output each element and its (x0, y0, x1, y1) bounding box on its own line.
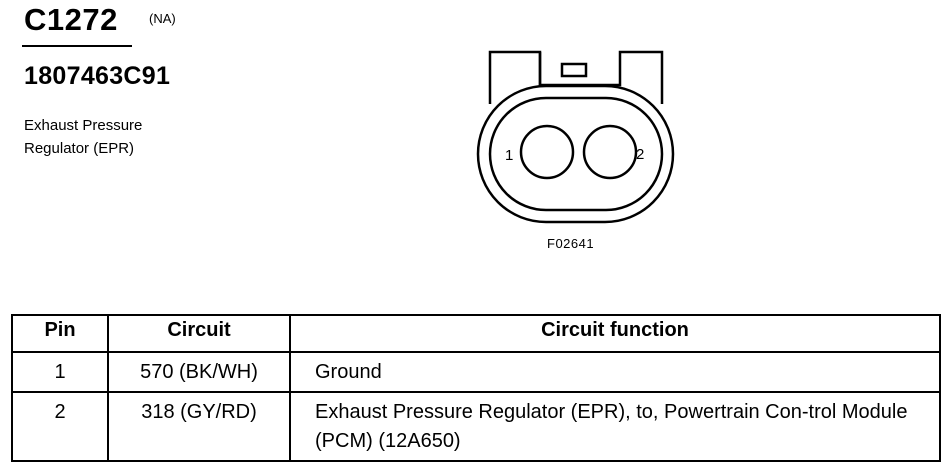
table-header-row: Pin Circuit Circuit function (11, 314, 941, 353)
pin-table: Pin Circuit Circuit function 1 570 (BK/W… (11, 314, 941, 462)
cell-function: Exhaust Pressure Regulator (EPR), to, Po… (289, 391, 941, 462)
cell-pin: 2 (11, 391, 109, 462)
locking-tab (560, 62, 588, 78)
cell-pin: 1 (11, 351, 109, 393)
pin-2-label: 2 (636, 146, 644, 163)
pin-1-cavity (519, 124, 575, 180)
connector-outer-shell (476, 84, 675, 224)
connector-inner-shell (488, 96, 664, 212)
figure-id: F02641 (547, 236, 595, 251)
connector-id-underline (22, 45, 132, 47)
cell-circuit: 570 (BK/WH) (107, 351, 291, 393)
table-row: 1 570 (BK/WH) Ground (11, 351, 941, 393)
part-number: 1807463C91 (24, 62, 171, 90)
pin-2-cavity (582, 124, 638, 180)
connector-id: C1272 (24, 2, 118, 37)
pin-1-label: 1 (505, 147, 513, 164)
description-line: Regulator (EPR) (24, 140, 135, 157)
connector-face-diagram: 1 2 (476, 50, 675, 224)
cell-circuit: 318 (GY/RD) (107, 391, 291, 462)
component-description: Exhaust Pressure Regulator (EPR) (24, 114, 142, 160)
description-line: Exhaust Pressure (24, 117, 143, 134)
connector-housing (488, 50, 664, 104)
header-circuit-function: Circuit function (289, 314, 941, 353)
cell-function: Ground (289, 351, 941, 393)
connector-note: (NA) (149, 11, 176, 26)
header-circuit: Circuit (107, 314, 291, 353)
table-row: 2 318 (GY/RD) Exhaust Pressure Regulator… (11, 391, 941, 462)
header-pin: Pin (11, 314, 109, 353)
